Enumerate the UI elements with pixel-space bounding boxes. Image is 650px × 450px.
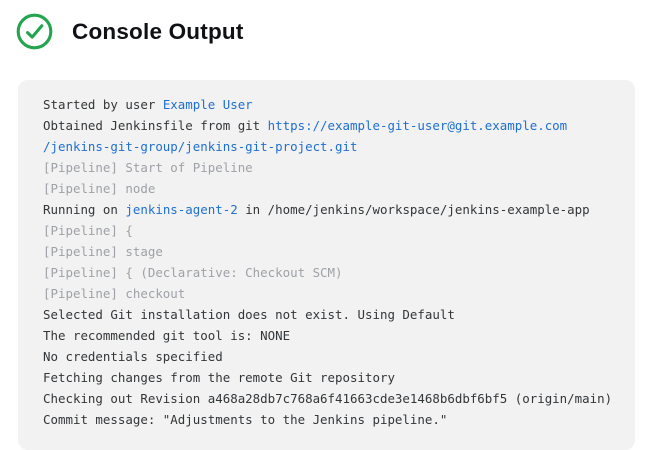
page-title: Console Output — [72, 18, 244, 44]
console-text: [Pipeline] Start of Pipeline — [43, 160, 253, 175]
console-link[interactable]: jenkins-agent-2 — [125, 202, 238, 217]
console-text: in /home/jenkins/workspace/jenkins-examp… — [237, 202, 590, 217]
console-line: Obtained Jenkinsfile from git https://ex… — [43, 115, 619, 136]
console-link[interactable]: https://example-git-user@git.example.com — [267, 118, 568, 133]
console-text: Obtained Jenkinsfile from git — [43, 118, 268, 133]
console-text: [Pipeline] { (Declarative: Checkout SCM) — [43, 265, 343, 280]
console-output-header: Console Output — [16, 13, 244, 50]
console-line: [Pipeline] node — [43, 178, 619, 199]
console-line: [Pipeline] { (Declarative: Checkout SCM) — [43, 262, 619, 283]
console-line: [Pipeline] checkout — [43, 283, 619, 304]
console-line: Fetching changes from the remote Git rep… — [43, 367, 619, 388]
console-line: [Pipeline] Start of Pipeline — [43, 157, 619, 178]
console-line: Commit message: "Adjustments to the Jenk… — [43, 409, 619, 430]
console-text: Commit message: "Adjustments to the Jenk… — [43, 412, 448, 427]
console-line: Started by user Example User — [43, 94, 619, 115]
console-link[interactable]: Example User — [162, 97, 253, 112]
console-text: No credentials specified — [43, 349, 223, 364]
console-line: /jenkins-git-group/jenkins-git-project.g… — [43, 136, 619, 157]
console-line: [Pipeline] { — [43, 220, 619, 241]
console-text: [Pipeline] checkout — [43, 286, 186, 301]
console-text: Fetching changes from the remote Git rep… — [43, 370, 395, 385]
console-text: Checking out Revision a468a28db7c768a6f4… — [43, 391, 613, 406]
console-text: [Pipeline] { — [43, 223, 133, 238]
console-text: Selected Git installation does not exist… — [43, 307, 455, 322]
console-link[interactable]: /jenkins-git-group/jenkins-git-project.g… — [43, 139, 358, 154]
check-circle-icon — [16, 13, 53, 50]
console-text: [Pipeline] node — [43, 181, 156, 196]
console-text: [Pipeline] stage — [43, 244, 163, 259]
console-line: The recommended git tool is: NONE — [43, 325, 619, 346]
console-line: Checking out Revision a468a28db7c768a6f4… — [43, 388, 619, 409]
console-line: Running on jenkins-agent-2 in /home/jenk… — [43, 199, 619, 220]
console-text: Started by user — [43, 97, 163, 112]
console-line: Selected Git installation does not exist… — [43, 304, 619, 325]
console-line: No credentials specified — [43, 346, 619, 367]
console-line: [Pipeline] stage — [43, 241, 619, 262]
console-text: Running on — [43, 202, 126, 217]
console-text: The recommended git tool is: NONE — [43, 328, 291, 343]
